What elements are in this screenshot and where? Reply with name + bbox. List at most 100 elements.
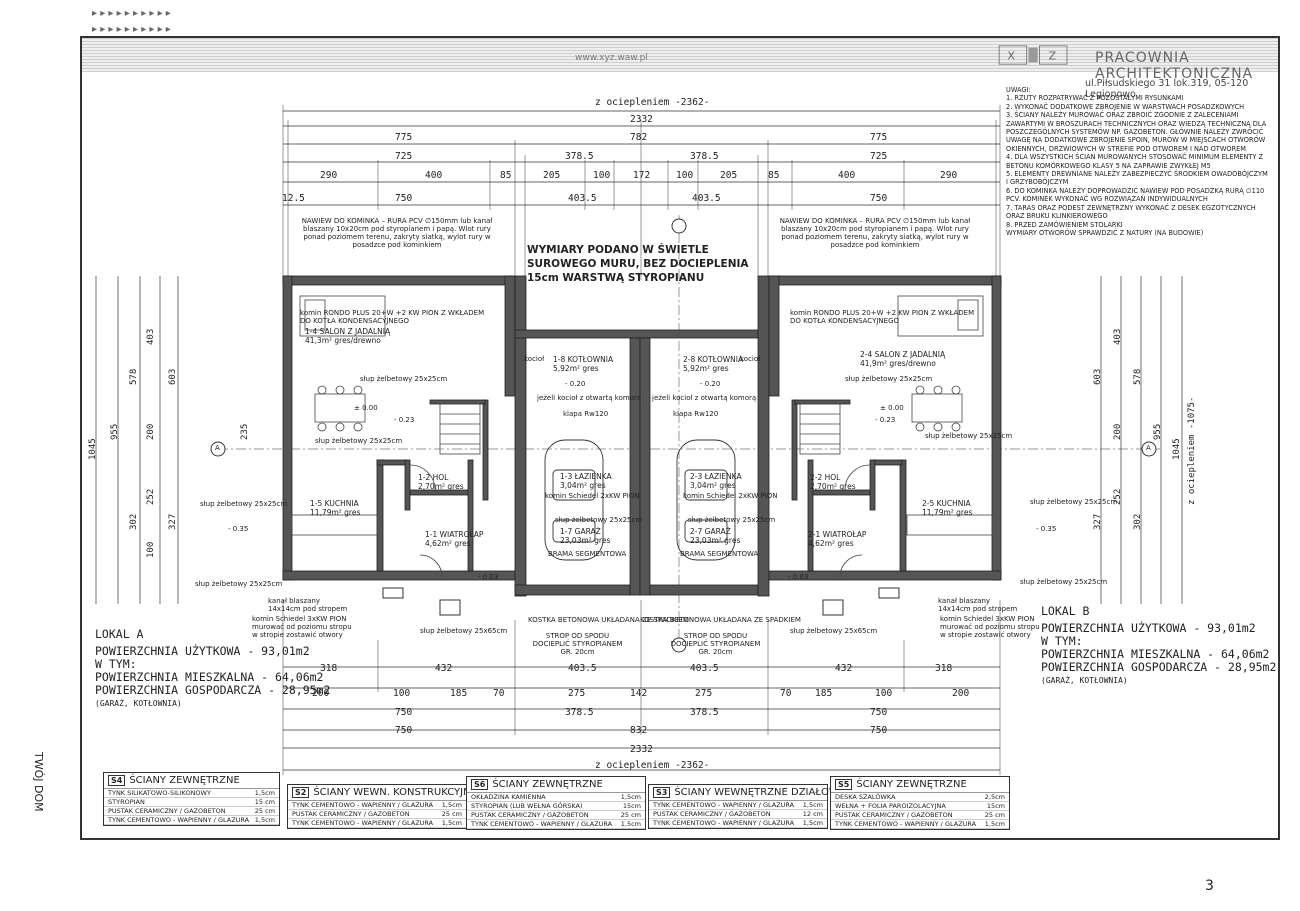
notes-panel: UWAGI: 1. RZUTY ROZPATRYWAĆ Z POZOSTAŁYM… [1006,86,1268,237]
level-mark: - 0.03 [478,573,499,581]
dim-top-row5: 403.5 [692,193,721,204]
dim-top-row2: 782 [630,132,648,143]
paving-note: KOSTKA BETONOWA UKŁADANA ZE SPADKIEM [640,616,801,624]
dim-bottom-row3: 750 [870,707,888,718]
chimney-note: komin Schiedel 3xKW PION murować od pozi… [940,615,1040,639]
note-item: 6. DO KOMINKA NALEŻY DOPROWADZIĆ NAWIEW … [1006,186,1265,204]
dim-bottom-row2: 70 [493,688,505,699]
dim-left: 200 [146,423,156,440]
dim-top-row4: 85 [500,170,512,181]
dim-right: 955 [1153,423,1163,440]
dim-left: 235 [240,423,250,440]
dim-bottom-row4: 832 [630,725,648,736]
dim-overall-insulated-top: z ociepleniem -2362- [595,97,710,108]
notes-title: UWAGI: [1006,86,1031,94]
duct-note: kanał blaszany 14x14cm pod stropem [268,597,348,613]
arrow-marks-2: ▸ ▸ ▸ ▸ ▸ ▸ ▸ ▸ ▸ ▸ [92,24,171,35]
dim-top-row4: 172 [633,170,651,181]
dim-right: 200 [1113,423,1123,440]
dim-top-row4: 85 [768,170,780,181]
column-note-65: słup żelbetowy 25x65cm [420,627,508,635]
hatch-label: klapa Rw120 [673,410,719,418]
chimney-label: komin Schiedel 2xKW PION [545,492,640,500]
dim-top-row4: 290 [940,170,958,181]
column-note: słup żelbetowy 25x25cm [688,516,776,524]
chimney-note: komin Schiedel 3xKW PION murować od pozi… [252,615,352,639]
dim-top-row3: 378.5 [565,151,594,162]
dim-top-row4: 205 [543,170,561,181]
dim-top-row4: 400 [425,170,443,181]
dim-top-row4: 290 [320,170,338,181]
garage-door-note: BRAMA SEGMENTOWA [548,550,627,558]
lokal-b-usable: POWIERZCHNIA UŻYTKOWA - 93,01m2 [1041,621,1256,635]
lokal-a-usable: POWIERZCHNIA UŻYTKOWA - 93,01m2 [95,644,310,658]
dim-left: 252 [146,488,156,505]
komin-note-b: komin RONDO PLUS 20+W +2 KW PION Z WKŁAD… [790,309,975,325]
ceiling-note: STROP OD SPODU DOCIEPLIĆ STYROPIANEM GR.… [670,632,761,656]
axis-marker-a-right: A [1146,444,1151,452]
dim-right: 302 [1133,513,1143,530]
dim-left: 578 [129,368,139,385]
level-mark: - 0.03 [788,573,809,581]
dim-right: 327 [1093,513,1103,530]
studio-name: PRACOWNIA ARCHITEKTONICZNA [1095,50,1254,82]
column-note: słup żelbetowy 25x25cm [315,437,403,445]
column-note: słup żelbetowy 25x25cm [195,580,283,588]
note-item: 3. ŚCIANY NALEŻY MUROWAĆ ORAZ ZBROIĆ ZGO… [1006,111,1267,153]
drawing-frame [80,36,1280,840]
dim-bottom-row2: 275 [695,688,713,699]
dim-top-row4: 100 [593,170,611,181]
column-note: słup żelbetowy 25x25cm [925,432,1013,440]
dim-left: 327 [168,513,178,530]
dim-left: 955 [110,423,120,440]
dim-top-row3: 378.5 [690,151,719,162]
dim-left: 403 [146,328,156,345]
dim-top-row5: 750 [870,193,888,204]
column-note: słup żelbetowy 25x25cm [1020,578,1108,586]
boiler-condition: jeżeli kocioł z otwartą komorą [652,394,757,402]
page-number: 3 [1205,878,1214,894]
note-item: WYMIARY OTWORÓW SPRAWDZIĆ Z NATURY (NA B… [1006,228,1204,237]
level-mark: - 0.23 [394,416,415,424]
dim-bottom-row1: 318 [320,663,338,674]
chimney-label: komin Schiedel 2xKW PION [683,492,778,500]
dimension-note-title: WYMIARY PODANO W ŚWIETLE SUROWEGO MURU, … [527,244,749,284]
axis-marker-a: A [215,444,220,452]
duct-note: kanał blaszany 14x14cm pod stropem [938,597,1018,613]
column-note: słup żelbetowy 25x25cm [1030,498,1118,506]
svg-text:X: X [1007,50,1015,63]
level-mark: ± 0.00 [354,404,378,412]
level-mark: - 0.35 [1036,525,1057,533]
dim-bottom-row4: 750 [870,725,888,736]
lokal-a-living: POWIERZCHNIA MIESZKALNA - 64,06m2 [95,670,324,684]
nawiew-note-b: NAWIEW DO KOMINKA – RURA PCV ∅150mm lub … [779,217,971,249]
note-item: 8. PRZED ZAMÓWIENIEM STOLARKI [1006,220,1123,229]
dim-bottom-row2: 142 [630,688,648,699]
column-note: słup żelbetowy 25x25cm [360,375,448,383]
level-mark: - 0.20 [565,380,586,388]
hatch-label: klapa Rw120 [563,410,609,418]
note-item: 5. ELEMENTY DREWNIANE NALEŻY ZABEZPIECZY… [1006,170,1268,187]
dim-right: 403 [1113,328,1123,345]
level-mark: ± 0.00 [880,404,904,412]
dim-top-row4: 100 [676,170,694,181]
paving-note: KOSTKA BETONOWA UKŁADANA ZE SPADKIEM [528,616,689,624]
dim-bottom-row3: 750 [395,707,413,718]
lokal-b-utility: POWIERZCHNIA GOSPODARCZA - 28,95m2 [1041,660,1277,674]
svg-text:Z: Z [1049,50,1057,63]
